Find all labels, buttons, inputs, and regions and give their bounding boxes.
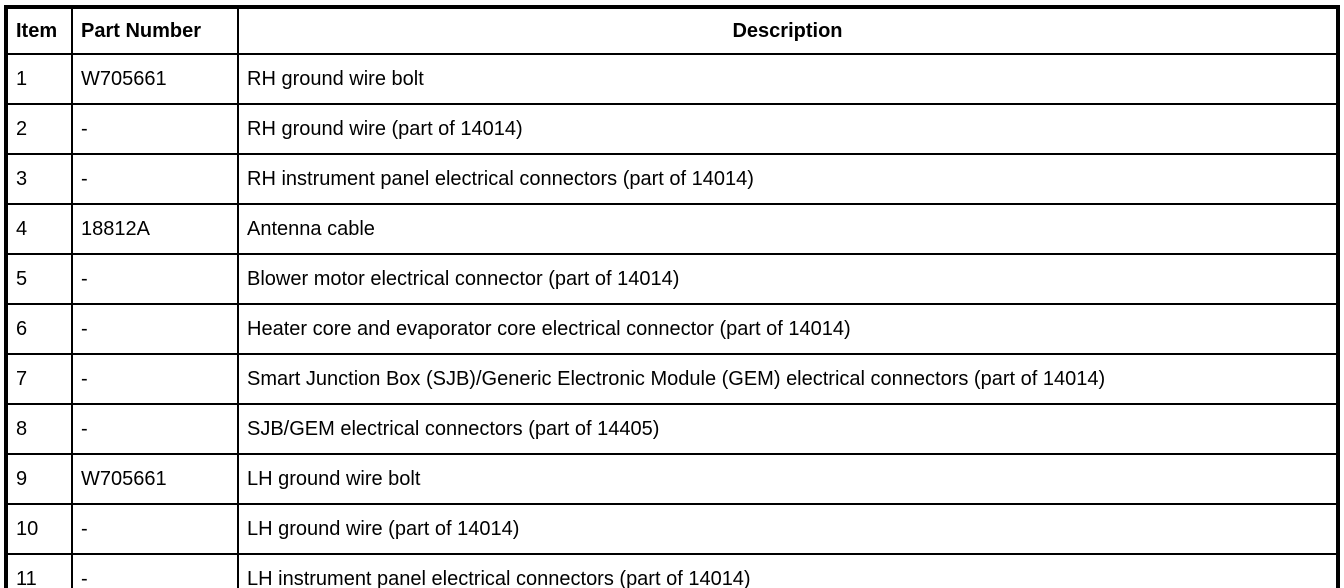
- description-cell: Smart Junction Box (SJB)/Generic Electro…: [237, 353, 1339, 405]
- description-cell: RH instrument panel electrical connector…: [237, 153, 1339, 205]
- description-cell: LH ground wire bolt: [237, 453, 1339, 505]
- table-row: 3 - RH instrument panel electrical conne…: [5, 153, 1339, 205]
- part-number-cell: W705661: [71, 453, 239, 505]
- description-cell: Heater core and evaporator core electric…: [237, 303, 1339, 355]
- item-cell: 11: [5, 553, 73, 588]
- item-cell: 7: [5, 353, 73, 405]
- part-number-cell: -: [71, 503, 239, 555]
- table-row: 8 - SJB/GEM electrical connectors (part …: [5, 403, 1339, 455]
- part-number-cell: -: [71, 403, 239, 455]
- item-cell: 2: [5, 103, 73, 155]
- table-row: 4 18812A Antenna cable: [5, 203, 1339, 255]
- part-number-cell: -: [71, 353, 239, 405]
- part-number-cell: -: [71, 253, 239, 305]
- item-cell: 10: [5, 503, 73, 555]
- description-cell: LH instrument panel electrical connector…: [237, 553, 1339, 588]
- item-cell: 3: [5, 153, 73, 205]
- table-row: 7 - Smart Junction Box (SJB)/Generic Ele…: [5, 353, 1339, 405]
- parts-table: Item Part Number Description 1 W705661 R…: [4, 5, 1340, 588]
- part-number-cell: -: [71, 553, 239, 588]
- description-cell: Antenna cable: [237, 203, 1339, 255]
- column-header-description: Description: [237, 6, 1339, 55]
- table-row: 6 - Heater core and evaporator core elec…: [5, 303, 1339, 355]
- item-cell: 5: [5, 253, 73, 305]
- table-row: 5 - Blower motor electrical connector (p…: [5, 253, 1339, 305]
- table-row: 11 - LH instrument panel electrical conn…: [5, 553, 1339, 588]
- table-header-row: Item Part Number Description: [5, 6, 1339, 55]
- description-cell: LH ground wire (part of 14014): [237, 503, 1339, 555]
- part-number-cell: -: [71, 103, 239, 155]
- table-row: 2 - RH ground wire (part of 14014): [5, 103, 1339, 155]
- table-row: 1 W705661 RH ground wire bolt: [5, 53, 1339, 105]
- table-row: 9 W705661 LH ground wire bolt: [5, 453, 1339, 505]
- description-cell: Blower motor electrical connector (part …: [237, 253, 1339, 305]
- column-header-item: Item: [5, 6, 73, 55]
- part-number-cell: W705661: [71, 53, 239, 105]
- part-number-cell: -: [71, 303, 239, 355]
- item-cell: 6: [5, 303, 73, 355]
- part-number-cell: 18812A: [71, 203, 239, 255]
- part-number-cell: -: [71, 153, 239, 205]
- column-header-part-number: Part Number: [71, 6, 239, 55]
- description-cell: RH ground wire bolt: [237, 53, 1339, 105]
- description-cell: SJB/GEM electrical connectors (part of 1…: [237, 403, 1339, 455]
- item-cell: 9: [5, 453, 73, 505]
- description-cell: RH ground wire (part of 14014): [237, 103, 1339, 155]
- item-cell: 8: [5, 403, 73, 455]
- item-cell: 1: [5, 53, 73, 105]
- table-row: 10 - LH ground wire (part of 14014): [5, 503, 1339, 555]
- item-cell: 4: [5, 203, 73, 255]
